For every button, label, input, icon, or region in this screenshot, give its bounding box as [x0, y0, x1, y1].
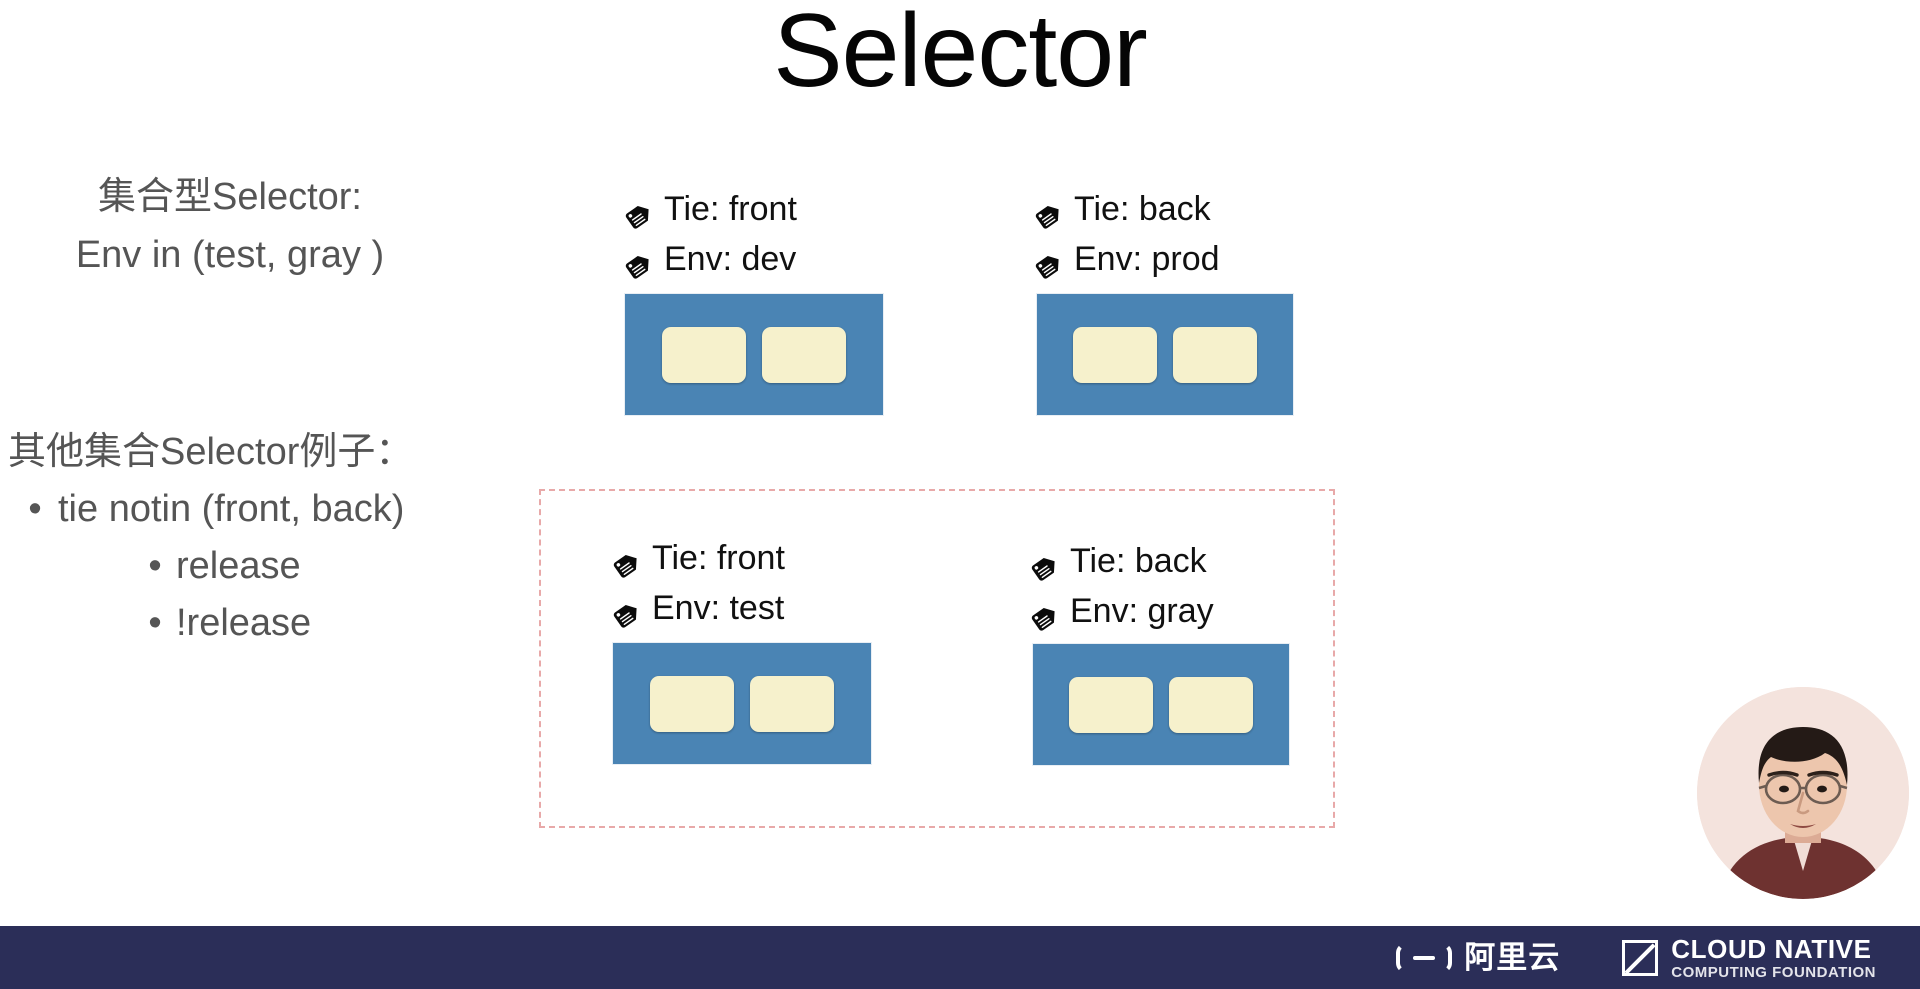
pod-box — [624, 293, 884, 416]
pod-group-front-test: Tie: front — [612, 533, 872, 765]
alibaba-cloud-logo-icon: 阿里云 — [1396, 941, 1560, 974]
other-selector-examples-heading: 其他集合Selector例子： — [8, 431, 414, 473]
pod-label-list: Tie: front — [612, 533, 872, 633]
list-item: • tie notin (front, back) — [8, 481, 528, 538]
alibaba-cloud-mark-icon — [1396, 942, 1453, 973]
pod-label-text: Tie: back — [1074, 190, 1211, 228]
container-chip — [1073, 326, 1157, 383]
bullet-marker: • — [28, 488, 42, 530]
tag-icon — [1034, 245, 1064, 279]
pod-label-text: Tie: back — [1070, 542, 1207, 580]
pod-label-text: Tie: front — [664, 190, 797, 228]
pod-box — [612, 642, 872, 765]
pod-label-list: Tie: back — [1034, 184, 1294, 284]
pod-label-env: Env: prod — [1034, 234, 1294, 284]
bullet-marker: • — [148, 545, 162, 587]
container-chip — [650, 675, 734, 732]
list-item: • release — [8, 538, 528, 595]
set-selector-heading: 集合型Selector: — [98, 176, 362, 218]
tag-icon — [1030, 597, 1060, 631]
alibaba-cloud-wordmark: 阿里云 — [1464, 940, 1561, 975]
set-selector-expression: Env in (test, gray ) — [75, 234, 385, 276]
tag-icon — [612, 544, 642, 578]
pod-label-text: Env: test — [652, 589, 785, 627]
pod-group-front-dev: Tie: front — [624, 184, 884, 416]
footer-bar: 阿里云 CLOUD NATIVE COMPUTING FOUNDATION — [0, 926, 1920, 989]
cncf-wordmark: CLOUD NATIVE COMPUTING FOUNDATION — [1671, 936, 1876, 980]
pod-label-env: Env: gray — [1030, 586, 1290, 636]
pod-label-tie: Tie: back — [1030, 536, 1290, 586]
bullet-text: tie notin (front, back) — [58, 488, 405, 530]
pod-box — [1036, 293, 1294, 416]
container-chip — [1169, 676, 1253, 733]
pod-label-text: Tie: front — [652, 539, 785, 577]
selection-highlight-region — [539, 489, 1335, 828]
cncf-logo-icon: CLOUD NATIVE COMPUTING FOUNDATION — [1622, 936, 1876, 980]
pod-label-env: Env: test — [612, 583, 872, 633]
container-chip — [662, 326, 746, 383]
pod-label-list: Tie: front — [624, 184, 884, 284]
container-chip — [1069, 676, 1153, 733]
presenter-webcam-bubble[interactable] — [1697, 687, 1909, 899]
bullet-text: release — [176, 545, 301, 587]
tag-icon — [612, 594, 642, 628]
tag-icon — [624, 195, 654, 229]
bullet-text: !release — [176, 602, 312, 644]
pod-label-tie: Tie: front — [624, 184, 884, 234]
other-selector-examples: 其他集合Selector例子： • tie notin (front, back… — [8, 424, 528, 652]
container-chip — [1173, 326, 1257, 383]
pod-group-back-prod: Tie: back — [1034, 184, 1294, 416]
tag-icon — [1034, 195, 1064, 229]
pod-label-list: Tie: back — [1030, 536, 1290, 636]
pod-label-text: Env: prod — [1074, 240, 1220, 278]
pod-label-env: Env: dev — [624, 234, 884, 284]
cncf-mark-icon — [1622, 939, 1659, 976]
list-item: • !release — [8, 595, 528, 652]
cncf-line-1: CLOUD NATIVE — [1671, 933, 1872, 964]
pod-group-back-gray: Tie: back — [1030, 536, 1290, 766]
pod-label-text: Env: gray — [1070, 592, 1214, 630]
tag-icon — [1030, 547, 1060, 581]
pod-box — [1032, 643, 1290, 766]
bullet-marker: • — [148, 602, 162, 644]
container-chip — [762, 326, 846, 383]
pod-label-tie: Tie: back — [1034, 184, 1294, 234]
set-selector-description: 集合型Selector: Env in (test, gray ) — [10, 168, 450, 284]
cncf-line-2: COMPUTING FOUNDATION — [1671, 963, 1876, 981]
container-chip — [750, 675, 834, 732]
page-title: Selector — [773, 0, 1148, 109]
pod-label-tie: Tie: front — [612, 533, 872, 583]
tag-icon — [624, 245, 654, 279]
pod-label-text: Env: dev — [664, 240, 797, 278]
